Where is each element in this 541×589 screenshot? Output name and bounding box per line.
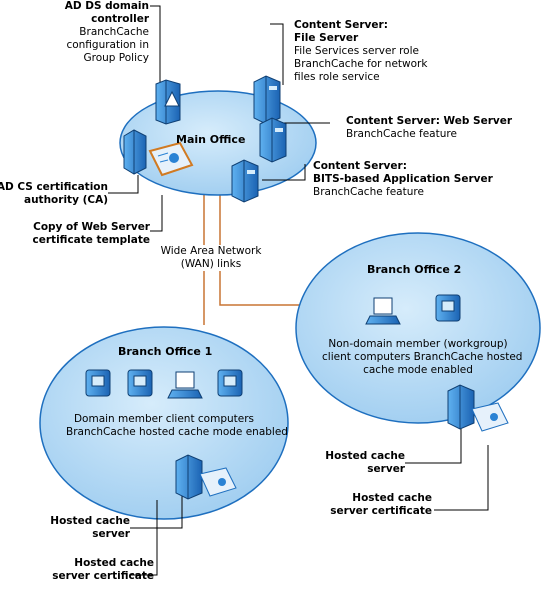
bits-server-callout: Content Server: BITS-based Application S… <box>313 160 493 199</box>
wan-link-branch-2 <box>219 182 300 306</box>
branch-office-1-title: Branch Office 1 <box>118 345 213 358</box>
workgroup-laptop-icon <box>365 297 401 325</box>
branch-1-hosted-cache-server-callout: Hosted cache server <box>50 515 130 541</box>
branch-office-2-title: Branch Office 2 <box>367 263 462 276</box>
branch-1-client-computer-icons <box>85 369 243 399</box>
cert-template-title-1: Copy of Web Server <box>33 221 150 233</box>
branch-2-hosted-cache-server-icon <box>447 384 475 430</box>
branch-office-2-site <box>295 232 541 424</box>
bo1-hc-cert-title-1: Hosted cache <box>74 557 154 569</box>
bits-server-line-1: BranchCache feature <box>313 186 424 198</box>
ad-cs-callout: AD CS certification authority (CA) <box>0 181 108 207</box>
ad-cs-certification-authority-icon <box>123 129 147 175</box>
branch-office-2-desc-line-1: Non-domain member (workgroup) <box>328 338 508 350</box>
ad-ds-line-1: BranchCache <box>79 26 149 38</box>
wan-label-line-2: (WAN) links <box>180 258 242 270</box>
ad-ds-callout: AD DS domain controller BranchCache conf… <box>65 0 149 65</box>
ad-ds-title-1: AD DS domain <box>64 0 149 12</box>
main-office-title: Main Office <box>176 133 246 146</box>
branch-1-hosted-cache-cert-callout: Hosted cache server certificate <box>52 557 154 583</box>
bo2-hc-server-title-2: server <box>367 463 405 475</box>
branch-2-hosted-cache-server-callout: Hosted cache server <box>325 450 405 476</box>
branch-office-2-description: Non-domain member (workgroup) client com… <box>322 338 523 377</box>
file-server-line-1: File Services server role <box>294 45 419 57</box>
file-server-line-3: files role service <box>294 71 380 83</box>
bo1-hc-server-title-1: Hosted cache <box>50 515 130 527</box>
branch-office-1-desc-line-2: BranchCache hosted cache mode enabled <box>66 426 288 438</box>
ad-cs-title-1: AD CS certification <box>0 181 108 193</box>
branch-office-2-desc-line-3: cache mode enabled <box>363 364 473 376</box>
file-server-icon <box>253 75 281 125</box>
client-desktop-3-icon <box>217 369 243 397</box>
web-server-certificate-template-icon <box>148 141 194 177</box>
ad-ds-title-2: controller <box>91 13 149 25</box>
ad-ds-line-3: Group Policy <box>83 52 149 64</box>
branch-office-1-desc-line-1: Domain member client computers <box>73 413 255 425</box>
file-server-callout: Content Server: File Server File Service… <box>294 19 427 84</box>
cert-template-title-2: certificate template <box>32 234 150 246</box>
ad-ds-domain-controller-icon <box>155 79 181 125</box>
client-desktop-1-icon <box>85 369 111 397</box>
client-desktop-2-icon <box>127 369 153 397</box>
branch-office-2-desc-line-2: client computers BranchCache hosted <box>322 351 523 363</box>
cert-template-callout: Copy of Web Server certificate template <box>33 221 150 247</box>
client-laptop-icon <box>167 371 203 399</box>
bits-application-server-icon <box>231 159 259 203</box>
branch-1-hosted-cache-certificate-icon <box>199 467 237 497</box>
branch-2-hosted-cache-certificate-icon <box>471 402 509 432</box>
workgroup-desktop-icon <box>435 294 461 322</box>
file-server-title-2: File Server <box>294 32 359 44</box>
leader-lines <box>108 5 489 576</box>
wan-label: Wide Area Network (WAN) links <box>156 245 266 271</box>
bits-server-title-2: BITS-based Application Server <box>313 173 493 185</box>
bits-server-title-1: Content Server: <box>313 160 407 172</box>
branch-2-hosted-cache-cert-callout: Hosted cache server certificate <box>330 492 432 518</box>
bo1-hc-cert-title-2: server certificate <box>52 570 154 582</box>
bo2-hc-server-title-1: Hosted cache <box>325 450 405 462</box>
web-server-title: Content Server: Web Server <box>346 115 513 127</box>
branch-office-1-description: Domain member client computers BranchCac… <box>66 413 288 439</box>
web-server-callout: Content Server: Web Server BranchCache f… <box>346 115 512 141</box>
ad-cs-title-2: authority (CA) <box>24 194 108 206</box>
branch-1-hosted-cache-server-icon <box>175 454 203 500</box>
ad-ds-line-2: configuration in <box>66 39 149 51</box>
web-server-line-1: BranchCache feature <box>346 128 457 140</box>
file-server-line-2: BranchCache for network <box>294 58 428 70</box>
bo2-hc-cert-title-1: Hosted cache <box>352 492 432 504</box>
file-server-title-1: Content Server: <box>294 19 388 31</box>
bo1-hc-server-title-2: server <box>92 528 130 540</box>
branch-2-client-computer-icons <box>365 294 461 325</box>
wan-label-line-1: Wide Area Network <box>160 245 262 257</box>
web-server-icon <box>259 117 287 163</box>
bo2-hc-cert-title-2: server certificate <box>330 505 432 517</box>
